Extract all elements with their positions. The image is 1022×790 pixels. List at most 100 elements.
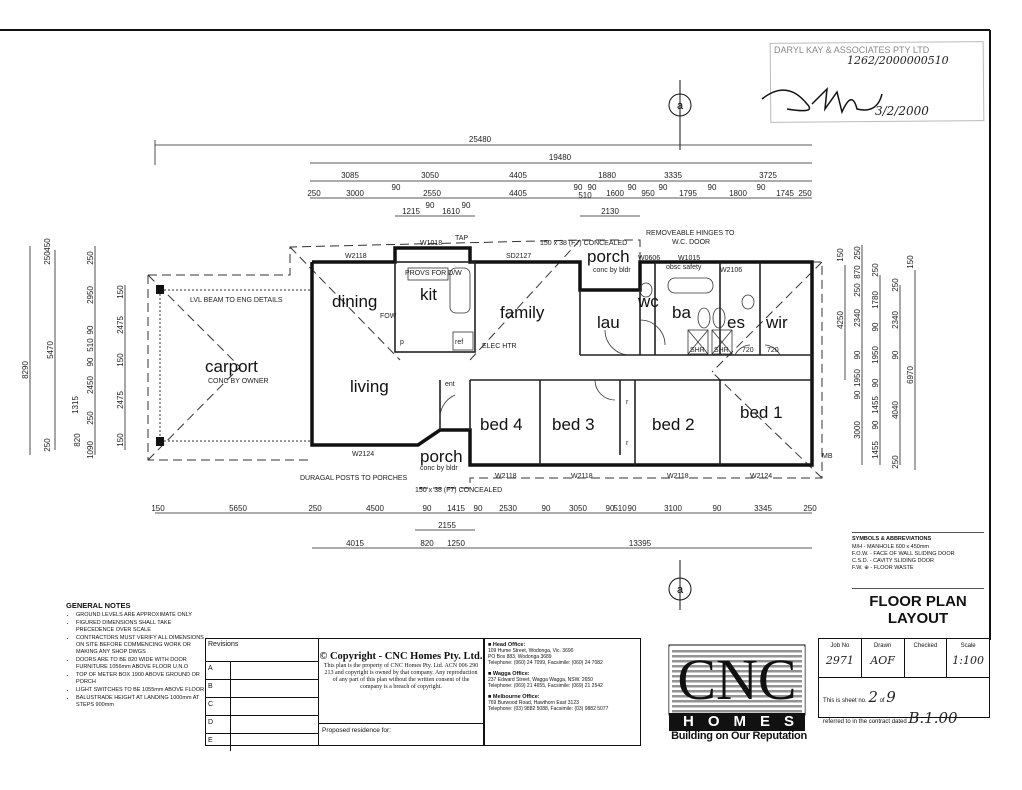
dimension-label: 90 — [871, 322, 880, 331]
dimension-label: 19480 — [549, 153, 572, 162]
revision-letter: E — [206, 734, 231, 751]
dimension-label: 150 — [116, 353, 125, 367]
window-w1015: W1015 — [678, 255, 700, 262]
stamp-company: DARYL KAY & ASSOCIATES PTY LTD — [774, 45, 930, 55]
wc-door-note: W.C. DOOR — [672, 239, 710, 246]
note-item: CONTRACTORS MUST VERIFY ALL DIMENSIONS O… — [76, 635, 206, 656]
dimension-label: 1415 — [447, 504, 465, 513]
room-porch-rear: porch — [587, 247, 630, 266]
section-marker-top: a — [668, 80, 692, 150]
dimension-label: 1215 — [402, 207, 420, 216]
dimension-label: 3725 — [759, 171, 777, 180]
dimension-label: 90 — [588, 183, 597, 192]
dimension-label: 3050 — [569, 504, 587, 513]
revision-row: D — [206, 716, 318, 734]
dimension-label: 90 — [86, 357, 95, 366]
symbols-title: SYMBOLS & ABBREVIATIONS — [852, 536, 932, 542]
external-walls — [310, 246, 814, 467]
office-wagga: ■ Wagga Office:237 Edward Street, Wagga … — [488, 671, 603, 689]
drawn-by: AOF — [870, 654, 895, 667]
lintel-note-top: 150 x 38 (F7) CONCEALED — [540, 240, 627, 247]
revision-row: E — [206, 734, 318, 751]
dimension-label: 2130 — [601, 207, 619, 216]
note-item: TOP OF METER BOX 1900 ABOVE GROUND OR PO… — [76, 672, 206, 686]
bathroom-fixtures — [407, 267, 755, 355]
dimension-label: 1250 — [447, 539, 465, 548]
dimension-label: 90 — [86, 325, 95, 334]
dimension-label: 90 — [426, 201, 435, 210]
revisions-table: Revisions A B C D E — [205, 638, 319, 751]
dimension-label: 5650 — [229, 504, 247, 513]
scale-value: 1:100 — [952, 654, 984, 667]
dimension-label: 2340 — [853, 309, 862, 327]
dimension-label: 2550 — [423, 189, 441, 198]
dimension-label: 2475 — [116, 391, 125, 409]
window-w2124-left: W2124 — [352, 451, 374, 458]
checked-cell: Checked — [905, 639, 948, 677]
duragal-note: DURAGAL POSTS TO PORCHES — [300, 475, 408, 482]
room-lau: lau — [597, 313, 620, 332]
dimension-label: 4405 — [509, 189, 527, 198]
room-kit: kit — [420, 285, 437, 304]
signature — [761, 86, 883, 115]
room-wc: wc — [637, 292, 659, 311]
dimension-label: 4405 — [509, 171, 527, 180]
room-bed4: bed 4 — [480, 415, 523, 434]
note-item: BALUSTRADE HEIGHT AT LANDING 1000mm AT S… — [76, 695, 206, 709]
dimension-label: 2450 — [86, 376, 95, 394]
office-head: ■ Head Office:109 Hume Street, Wodonga, … — [488, 642, 603, 666]
dimension-label: 450 — [43, 238, 52, 252]
office-melbourne: ■ Melbourne Office:769 Burwood Road, Haw… — [488, 694, 609, 712]
lvl-beam-note: LVL BEAM TO ENG DETAILS — [190, 297, 283, 304]
dimension-label: 90 — [757, 183, 766, 192]
dimension-label: 90 — [606, 504, 615, 513]
cnc-homes-logo: CNC HOMES Building on Our Reputation — [669, 645, 807, 742]
logo-tagline: Building on Our Reputation — [671, 730, 807, 742]
dimension-label: 3100 — [664, 504, 682, 513]
door-720-a: 720 — [742, 347, 754, 354]
internal-walls — [394, 261, 812, 465]
dimension-label: 150 — [116, 285, 125, 299]
revisions-title: Revisions — [206, 639, 318, 662]
logo-brand: CNC — [669, 647, 805, 713]
porch-rear-note: conc by bldr — [593, 267, 631, 274]
dimension-label: 6970 — [906, 366, 915, 384]
revision-row: B — [206, 680, 318, 698]
revision-letter: D — [206, 716, 231, 733]
revision-letter: B — [206, 680, 231, 697]
dimension-label: 4500 — [366, 504, 384, 513]
dimension-label: 250 — [43, 438, 52, 452]
dimension-label: 950 — [641, 189, 655, 198]
tap-label: TAP — [455, 235, 468, 242]
window-w2118-bed4: W2118 — [495, 473, 517, 480]
note-item: GROUND LEVELS ARE APPROXIMATE ONLY — [76, 612, 206, 619]
section-label-top: a — [677, 100, 684, 112]
window-w2118-bed2: W2118 — [667, 473, 689, 480]
copyright-block: © Copyright - CNC Homes Pty. Ltd. This p… — [318, 638, 484, 746]
dimension-label: 2155 — [438, 521, 456, 530]
room-family: family — [500, 303, 545, 322]
dimension-label: 150 — [836, 248, 845, 262]
window-w1018: W1018 — [420, 240, 442, 247]
dimension-label: 3000 — [346, 189, 364, 198]
dimension-label: 90 — [853, 390, 862, 399]
obscure-safety-note: obsc safety — [666, 264, 702, 271]
dimension-label: 510 — [578, 191, 592, 200]
note-item: DOORS ARE TO BE 820 WIDE WITH DOOR FURNI… — [76, 657, 206, 671]
job-no: 2971 — [825, 654, 854, 667]
window-w2118-top: W2118 — [345, 253, 367, 260]
dimension-label: 1800 — [729, 189, 747, 198]
dimension-label: 250 — [803, 504, 817, 513]
robe-2: r — [626, 440, 629, 447]
dimension-label: 2530 — [499, 504, 517, 513]
approval-stamp: DARYL KAY & ASSOCIATES PTY LTD 1262/2000… — [761, 41, 987, 128]
dimension-label: 90 — [574, 183, 583, 192]
room-porch-front: porch — [420, 447, 463, 466]
window-w2124-bed1: W2124 — [750, 473, 772, 480]
carport-note: CONC BY OWNER — [208, 378, 269, 385]
note-item: LIGHT SWITCHES TO BE 1055mm ABOVE FLOOR — [76, 687, 206, 694]
door-swings — [439, 319, 781, 421]
dimension-label: 3335 — [664, 171, 682, 180]
